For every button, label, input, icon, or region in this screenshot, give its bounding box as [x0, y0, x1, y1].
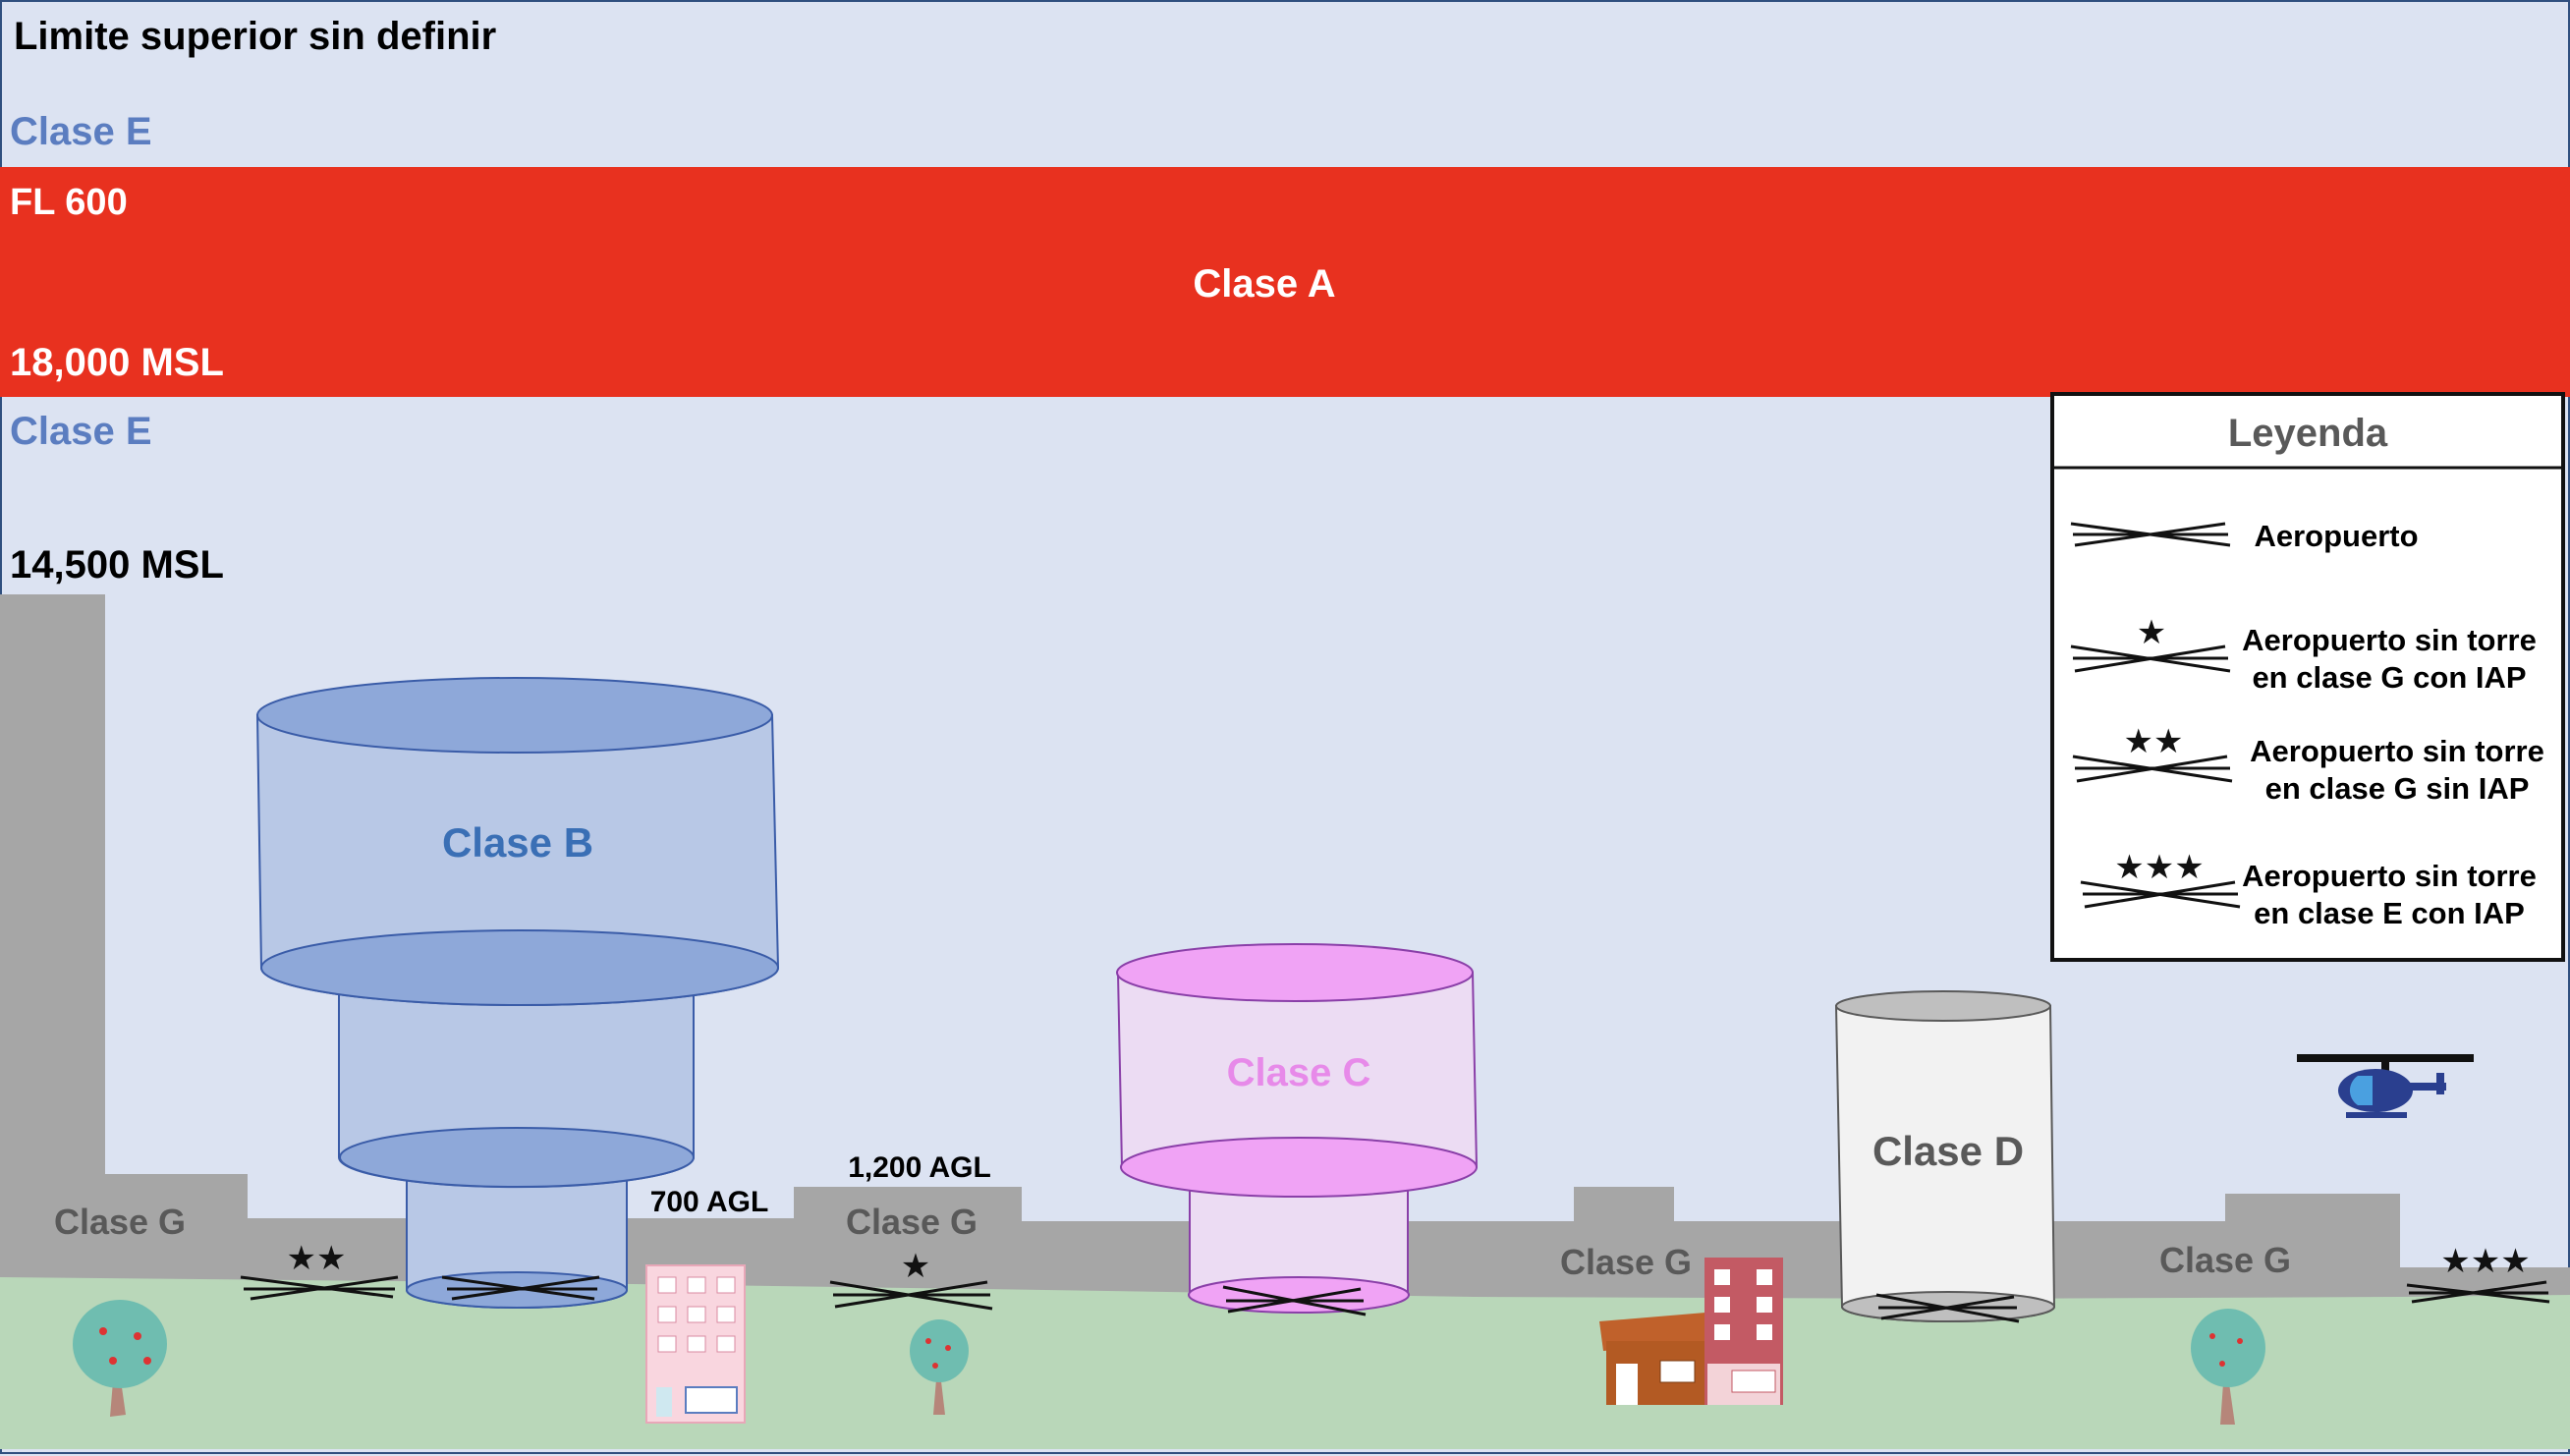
upper-limit-label: Limite superior sin definir	[14, 15, 496, 58]
legend-item-label: en clase G sin IAP	[2265, 771, 2530, 806]
helicopter-icon	[2297, 1054, 2474, 1118]
airport-runway-icon	[240, 1275, 399, 1301]
airport-runway-icon	[1875, 1293, 2020, 1323]
class-e-mid-label: Clase E	[10, 410, 152, 453]
legend-item-stars: ★	[2137, 613, 2166, 652]
legend-item-stars: ★★	[2124, 722, 2184, 761]
class-a-band	[0, 167, 2570, 397]
legend-item-label: Aeropuerto sin torre	[2242, 623, 2537, 657]
class-a-label: Clase A	[1193, 262, 1335, 306]
msl18000-label: 18,000 MSL	[10, 341, 224, 384]
class-b-label: Clase B	[442, 819, 593, 866]
apartment-building-icon	[1704, 1258, 1783, 1405]
airport-star-marker: ★	[901, 1247, 930, 1286]
legend-item-label: en clase E con IAP	[2254, 896, 2525, 930]
legend-title: Leyenda	[2228, 412, 2388, 455]
legend-item-stars: ★★★	[2114, 848, 2204, 887]
legend-item-label: Aeropuerto sin torre	[2242, 859, 2537, 893]
class-c-label: Clase C	[1227, 1051, 1371, 1094]
airport-star-marker: ★★	[287, 1239, 347, 1278]
airport-runway-icon	[441, 1275, 600, 1301]
msl14500-label: 14,500 MSL	[10, 543, 224, 587]
tree-icon	[2191, 1309, 2265, 1425]
class-d-label: Clase D	[1872, 1128, 2024, 1174]
legend-box	[2050, 392, 2565, 962]
tree-icon	[73, 1300, 167, 1417]
tree-icon	[910, 1319, 969, 1415]
fl600-label: FL 600	[10, 182, 128, 223]
class-g-label: Clase G	[1560, 1242, 1692, 1282]
airport-runway-icon	[1222, 1285, 1367, 1316]
class-c-airspace	[1116, 943, 1479, 1314]
agl700-label: 700 AGL	[650, 1186, 769, 1218]
class-g-label: Clase G	[54, 1202, 186, 1242]
airport-star-marker: ★★★	[2440, 1242, 2530, 1281]
legend-runway-icon	[2070, 522, 2241, 909]
class-g-terrain	[0, 594, 2570, 1307]
class-g-label: Clase G	[846, 1202, 978, 1242]
house-icon	[1599, 1312, 1721, 1405]
legend-item-label: Aeropuerto	[2254, 519, 2418, 553]
class-g-label: Clase G	[2159, 1240, 2291, 1280]
agl1200-label: 1,200 AGL	[848, 1151, 991, 1184]
airport-runway-icon	[2406, 1280, 2550, 1304]
class-e-top-label: Clase E	[10, 110, 152, 153]
legend-item-label: Aeropuerto sin torre	[2250, 734, 2544, 768]
apartment-building-icon	[645, 1264, 746, 1424]
legend-item-label: en clase G con IAP	[2252, 660, 2526, 695]
airport-runway-icon	[829, 1280, 993, 1311]
